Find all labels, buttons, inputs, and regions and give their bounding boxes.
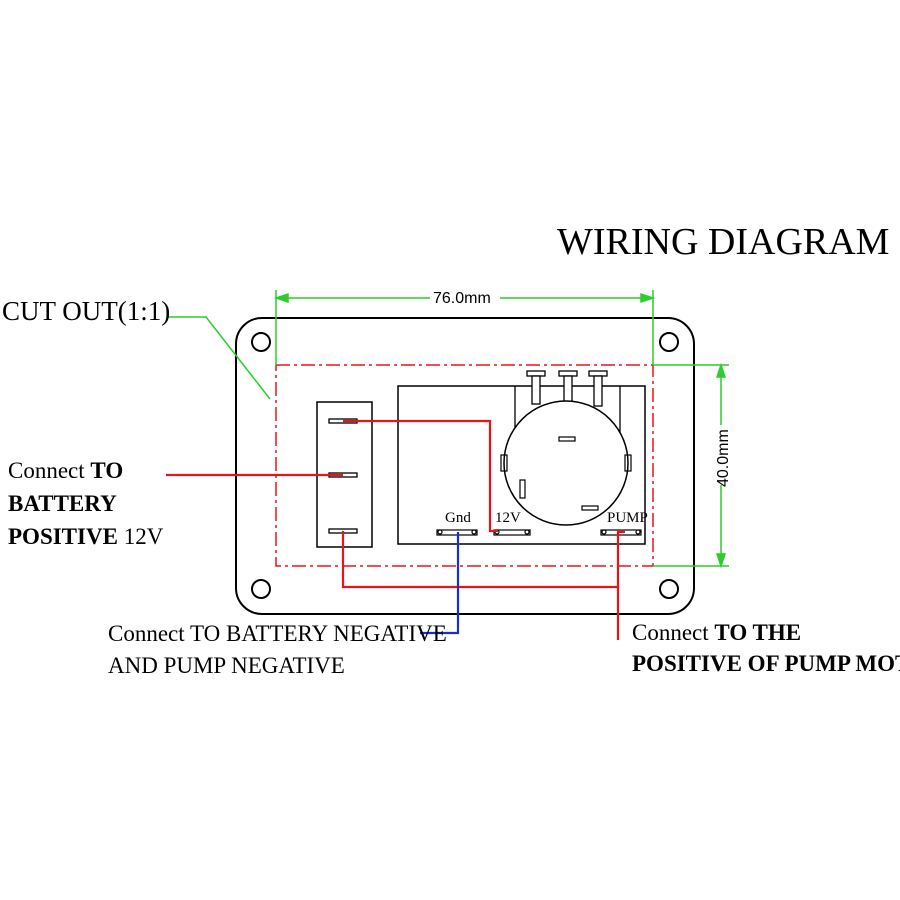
- cutout-outline: [275, 364, 654, 567]
- breaker-mark-right: [581, 505, 599, 511]
- height-dimension-label: 40.0mm: [715, 429, 732, 487]
- breaker-mark-top: [558, 436, 576, 442]
- wire-switch-to-12v: [343, 419, 498, 533]
- terminal-label-12v: 12V: [495, 510, 521, 526]
- device-terminal-pads: [436, 529, 642, 536]
- wire-ground: [420, 532, 460, 635]
- round-breaker: [503, 400, 629, 526]
- wire-switch-to-pump: [341, 530, 625, 589]
- terminal-label-pump: PUMP: [607, 510, 648, 526]
- width-dimension-label: 76.0mm: [433, 290, 491, 307]
- note-pump-motor-line2: POSITIVE OF PUMP MOTOR: [632, 651, 900, 676]
- note-battery-positive-line1: Connect TO: [8, 458, 123, 483]
- breaker-knob-left: [500, 454, 508, 472]
- cutout-leader: [168, 316, 271, 400]
- diagram-title: WIRING DIAGRAM: [557, 221, 889, 263]
- panel-outline: [235, 317, 695, 615]
- note-pump-motor-line1: Connect TO THE: [632, 620, 801, 645]
- note-battery-positive-line2: BATTERY: [8, 491, 117, 516]
- height-dimension: [653, 362, 729, 569]
- note-battery-negative-line1: Connect TO BATTERY NEGATIVE: [108, 621, 447, 646]
- cutout-label: CUT OUT(1:1): [2, 296, 170, 326]
- note-battery-positive-line3: POSITIVE 12V: [8, 524, 164, 549]
- breaker-knob-right: [624, 454, 632, 472]
- mount-hole-top-right: [659, 332, 679, 352]
- breaker-mark-left: [519, 479, 526, 499]
- terminal-label-gnd: Gnd: [445, 510, 471, 526]
- note-battery-negative-line2: AND PUMP NEGATIVE: [108, 653, 345, 678]
- mount-hole-bottom-left: [251, 579, 271, 599]
- device-housing: [397, 385, 646, 545]
- width-dimension: [273, 290, 656, 365]
- mount-hole-top-left: [251, 332, 271, 352]
- mount-hole-bottom-right: [659, 579, 679, 599]
